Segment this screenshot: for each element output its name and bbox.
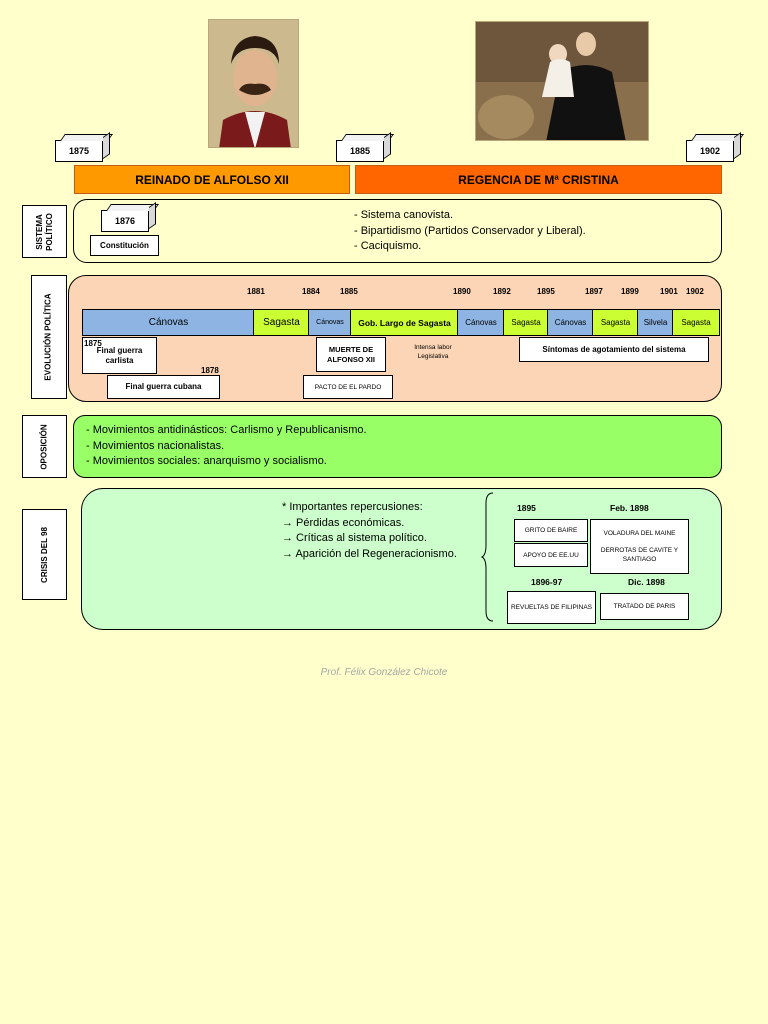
side-label-sistema-text: SISTEMA POLÍTICO [35,213,55,251]
year-label: 1875 [68,146,90,156]
year-box-1902: 1902 [686,140,734,162]
grito-baire-box: GRITO DE BAIRE [514,519,588,542]
portrait-maria-cristina [475,21,649,141]
timeline-segment: Cánovas [82,309,255,336]
muerte-alfonso-box: MUERTE DE ALFONSO XII [316,337,386,372]
crisis-year-1895: 1895 [517,503,536,513]
grito-baire-label: GRITO DE BAIRE [524,527,578,534]
sintomas-box: Síntomas de agotamiento del sistema [519,337,709,362]
side-label-evolucion: EVOLUCIÓN POLÍTICA [31,275,67,399]
final-cubana-label: Final guerra cubana [125,382,202,391]
final-carlista-box: Final guerra carlista [82,337,157,374]
pacto-pardo-box: PACTO DE EL PARDO [303,375,393,399]
banner-reinado-label: REINADO DE ALFOLSO XII [135,172,289,187]
side-label-crisis-text: CRISIS DEL 98 [39,526,49,583]
intensa-labor-text: Intensa labor Legislativa [414,344,452,360]
timeline-segment: Sagasta [672,309,720,336]
banner-regencia-label: REGENCIA DE Mª CRISTINA [458,172,619,187]
panel-oposicion [73,415,722,478]
apoyo-eeuu-box: APOYO DE EE.UU [514,543,588,567]
sistema-point: - Bipartidismo (Partidos Conservador y L… [354,224,586,237]
year-1875-label: 1875 [84,339,102,348]
sintomas-label: Síntomas de agotamiento del sistema [542,344,686,354]
crisis-point: → Aparición del Regeneracionismo. [282,547,457,560]
final-cubana-box: Final guerra cubana [107,375,220,399]
side-text: SISTEMA POLÍTICO [34,212,54,251]
oposicion-point: - Movimientos antidinásticos: Carlismo y… [86,424,367,436]
crisis-year-feb1898: Feb. 1898 [610,503,649,513]
timeline-year: 1897 [585,287,603,296]
timeline-year: 1892 [493,287,511,296]
oposicion-point: - Movimientos nacionalistas. [86,439,225,452]
oposicion-point: - Movimientos sociales: anarquismo y soc… [86,455,327,467]
constitucion-label: Constitución [100,240,149,250]
sistema-point: - Caciquismo. [354,240,422,252]
tratado-paris-label: TRATADO DE PARIS [613,603,676,610]
year-1878-label: 1878 [201,366,219,375]
timeline-segment: Sagasta [503,309,549,336]
timeline-year: 1885 [340,287,358,296]
panel-sistema [73,199,722,263]
year-box-1885: 1885 [336,140,384,162]
timeline-segment: Cánovas [308,309,352,336]
side-label-evolucion-text: EVOLUCIÓN POLÍTICA [44,293,53,381]
timeline-year: 1895 [537,287,555,296]
derrotas-label: DERROTAS DE CAVITE Y SANTIAGO [600,547,679,564]
banner-regencia: REGENCIA DE Mª CRISTINA [355,165,722,194]
timeline-segment: Sagasta [253,309,310,336]
year-label: 1902 [699,146,721,156]
timeline-segment: Cánovas [457,309,505,336]
timeline-year: 1884 [302,287,320,296]
timeline-segment: Silvela [637,309,674,336]
revueltas-box: REVUELTAS DE FILIPINAS [507,591,596,624]
revueltas-label: REVUELTAS DE FILIPINAS [510,604,593,611]
oposicion-points: - Movimientos antidinásticos: Carlismo y… [86,423,367,470]
timeline-year: 1881 [247,287,265,296]
sistema-point: - Sistema canovista. [354,209,454,221]
brace-icon [481,492,494,622]
tratado-paris-box: TRATADO DE PARIS [600,593,689,620]
voladura-maine-label: VOLADURA DEL MAINE [603,529,676,537]
year-box-1876: 1876 [101,210,149,232]
timeline-year: 1899 [621,287,639,296]
portrait-alfonso-xii [208,19,299,148]
crisis-point: → Críticas al sistema político. [282,532,427,544]
sistema-points: - Sistema canovista. - Bipartidismo (Par… [354,208,586,255]
pacto-pardo-label: PACTO DE EL PARDO [314,383,382,391]
timeline-segment: Cánovas [547,309,594,336]
banner-reinado: REINADO DE ALFOLSO XII [74,165,350,194]
maine-box: VOLADURA DEL MAINE DERROTAS DE CAVITE Y … [590,519,689,574]
timeline-year: 1901 [660,287,678,296]
final-carlista-label: Final guerra carlista [96,345,143,365]
crisis-year-dic1898: Dic. 1898 [628,577,665,587]
side-label-crisis: CRISIS DEL 98 [22,509,67,600]
timeline-segment: Gob. Largo de Sagasta [350,309,459,336]
timeline-year: 1902 [686,287,704,296]
muerte-alfonso-label: MUERTE DE ALFONSO XII [327,344,375,364]
apoyo-eeuu-label: APOYO DE EE.UU [523,551,579,559]
author-footer: Prof. Félix González Chicote [320,667,448,678]
crisis-point: → Pérdidas económicas. [282,516,405,529]
timeline-year: 1890 [453,287,471,296]
year-label: 1885 [349,146,371,156]
year-box-1875: 1875 [55,140,103,162]
side-label-oposicion-text: OPOSICIÓN [39,423,49,470]
year-label: 1876 [114,216,136,226]
timeline-segment: Sagasta [592,309,639,336]
crisis-year-1896-97: 1896-97 [531,577,563,587]
crisis-point: * Importantes repercusiones: [282,501,423,513]
constitucion-box: Constitución [90,235,159,256]
crisis-points: * Importantes repercusiones: → Pérdidas … [282,500,457,562]
side-label-oposicion: OPOSICIÓN [22,415,67,478]
side-label-sistema: SISTEMA POLÍTICO [22,205,67,258]
